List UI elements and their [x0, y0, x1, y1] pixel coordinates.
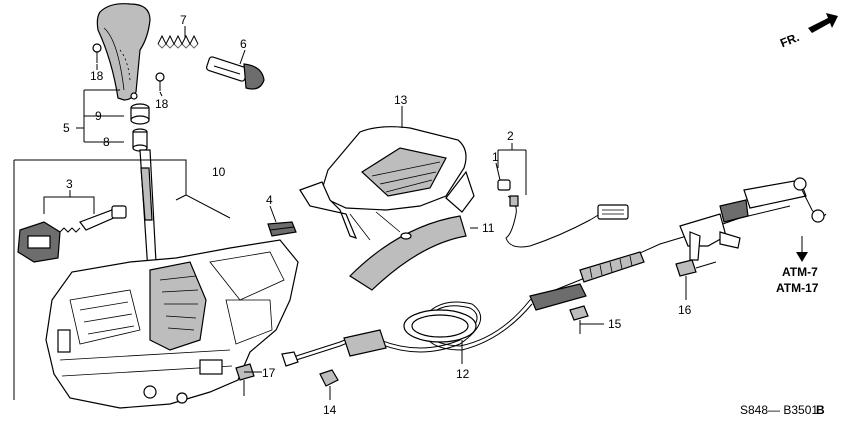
- callout-6: 6: [240, 37, 247, 51]
- reference-atm-17: ATM-17: [776, 281, 819, 295]
- pin-clip: [267, 221, 297, 237]
- callout-14: 14: [323, 403, 337, 417]
- callout-4: 4: [266, 193, 273, 207]
- callout-2: 2: [507, 129, 514, 143]
- knob-screw-right: [155, 72, 165, 91]
- bolt-15: [569, 305, 589, 334]
- callout-18-right: 18: [155, 97, 169, 111]
- indicator-panel: [299, 126, 475, 241]
- callout-bracket-5: [76, 89, 124, 143]
- reference-arrow: [796, 236, 808, 262]
- callout-5: 5: [63, 121, 70, 135]
- front-direction-arrow: [808, 13, 838, 33]
- shift-lever-base: [45, 239, 299, 409]
- spring: [157, 34, 199, 49]
- bolt-16: [675, 259, 717, 290]
- position-switch: [497, 179, 629, 248]
- shift-knob: [96, 3, 151, 101]
- callout-16: 16: [678, 303, 692, 317]
- callout-15: 15: [608, 317, 622, 331]
- diagram-code-suffix: B: [816, 403, 825, 417]
- reference-atm-7: ATM-7: [782, 265, 818, 279]
- collar: [132, 128, 148, 152]
- callout-17: 17: [262, 366, 276, 380]
- shift-lock-solenoid: [17, 205, 127, 263]
- cover-strip: [349, 215, 467, 291]
- callout-7: 7: [180, 13, 187, 27]
- bushing: [130, 103, 150, 125]
- callout-9: 9: [95, 109, 102, 123]
- callout-bracket-3: [43, 190, 95, 214]
- callout-11: 11: [482, 221, 495, 235]
- callout-labels: 7 6 18 18 9 5 8 10 3 4 13 2 1 11 12 15 1…: [63, 13, 692, 417]
- callout-8: 8: [103, 135, 110, 149]
- callout-13: 13: [394, 93, 408, 107]
- callout-18-left: 18: [90, 69, 104, 83]
- front-direction-label: FR.: [778, 30, 801, 50]
- diagram-code: S848— B3501: [740, 403, 818, 417]
- shift-button: [205, 56, 265, 90]
- leader-lines: [96, 26, 687, 400]
- nut-14: [319, 369, 339, 387]
- callout-3: 3: [66, 177, 73, 191]
- callout-12: 12: [456, 367, 470, 381]
- shift-cable: [281, 177, 827, 367]
- callout-10: 10: [212, 165, 226, 179]
- callout-bracket-2: [497, 143, 527, 195]
- callout-1: 1: [492, 150, 499, 164]
- knob-screw-left: [92, 43, 102, 63]
- bolt-17: [235, 363, 255, 396]
- callout-bracket-10: [13, 159, 231, 400]
